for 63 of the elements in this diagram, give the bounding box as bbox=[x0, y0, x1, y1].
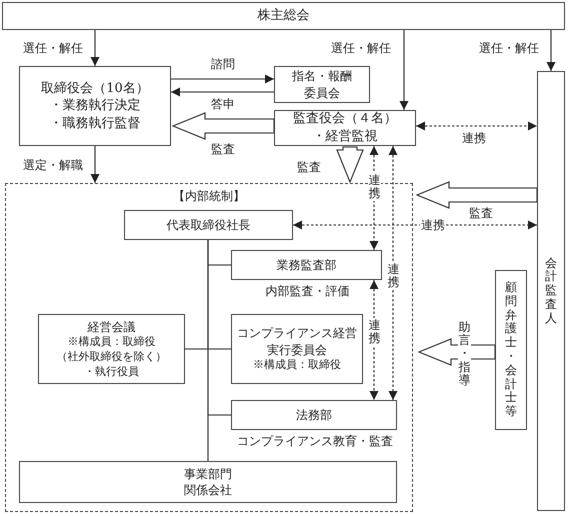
box-title: 経営会議 bbox=[88, 318, 136, 335]
edge-label: 連携 bbox=[368, 173, 381, 202]
hollow-arrow bbox=[172, 112, 275, 140]
edge-label: 選任・解任 bbox=[330, 41, 392, 56]
box-note: （社外取締役を除く） bbox=[56, 350, 166, 365]
process-box bbox=[231, 250, 382, 280]
process-box bbox=[124, 210, 293, 240]
arrow bbox=[90, 146, 100, 183]
arrow bbox=[171, 88, 274, 96]
edge-label: 助言・指導 bbox=[458, 320, 471, 388]
box-title: 事業部門関係会社 bbox=[183, 466, 233, 498]
box-title: 法務部 bbox=[296, 406, 332, 424]
process-box bbox=[38, 314, 185, 384]
edge-label: 諮問 bbox=[210, 57, 236, 72]
edge-label: 監査 bbox=[296, 160, 322, 174]
region-heading: 【内部統制】 bbox=[173, 188, 245, 204]
box-title: 会計監査人 bbox=[544, 256, 558, 326]
edge-label: 連携 bbox=[420, 218, 446, 232]
box-title: 指名・報酬委員会 bbox=[290, 68, 353, 101]
vertical-box bbox=[495, 270, 527, 430]
box-note: ・経営監視 bbox=[312, 128, 378, 146]
edge-label: 選任・解任 bbox=[478, 41, 540, 56]
dashed-region bbox=[5, 183, 413, 512]
arrow bbox=[416, 122, 537, 130]
arrow bbox=[400, 30, 408, 110]
arrow bbox=[171, 74, 274, 84]
process-box bbox=[274, 66, 370, 103]
process-box bbox=[231, 400, 397, 430]
connector-line bbox=[207, 240, 209, 461]
edge-label: 答申 bbox=[210, 97, 236, 112]
box-title: 株主総会 bbox=[258, 7, 310, 25]
arrow bbox=[293, 220, 537, 230]
meeting-box bbox=[2, 2, 565, 30]
box-title: 業務監査部 bbox=[276, 256, 336, 274]
arrow bbox=[388, 146, 398, 400]
hollow-arrow bbox=[336, 146, 364, 184]
box-title: 代表取締役社長 bbox=[166, 216, 250, 234]
box-note: ・業務執行決定 bbox=[50, 97, 140, 115]
edge-label: 監査 bbox=[468, 206, 494, 220]
edge-label: 連携 bbox=[461, 131, 487, 146]
box-title: 顧問弁護士・会計士等 bbox=[504, 281, 518, 419]
box-title: 監査役会（４名） bbox=[293, 110, 397, 128]
hollow-arrow bbox=[416, 181, 538, 209]
edge-label: 連携 bbox=[368, 318, 381, 346]
process-box bbox=[19, 66, 171, 146]
caption-text: 内部監査・評価 bbox=[264, 284, 350, 298]
arrow bbox=[546, 30, 556, 71]
process-box bbox=[231, 314, 363, 384]
edge-label: 選定・解職 bbox=[22, 158, 84, 172]
box-note: ※構成員：取締役 bbox=[253, 358, 341, 373]
edge-label: 連携 bbox=[387, 262, 400, 290]
edge-label: 監査 bbox=[210, 142, 236, 156]
box-note: ・職務執行監督 bbox=[50, 114, 140, 132]
caption-text: コンプライアンス教育・監査 bbox=[236, 434, 394, 448]
arrow bbox=[90, 30, 100, 66]
process-box bbox=[274, 110, 416, 146]
process-box bbox=[19, 461, 397, 503]
box-note: ※構成員：取締役 bbox=[68, 334, 156, 350]
box-note: ・執行役員 bbox=[84, 364, 139, 380]
box-title: コンプライアンス経営実行委員会 bbox=[236, 325, 358, 358]
vertical-box bbox=[537, 71, 565, 511]
box-title: 取締役会（10名） bbox=[41, 80, 149, 98]
edge-label: 選任・解任 bbox=[22, 41, 84, 56]
